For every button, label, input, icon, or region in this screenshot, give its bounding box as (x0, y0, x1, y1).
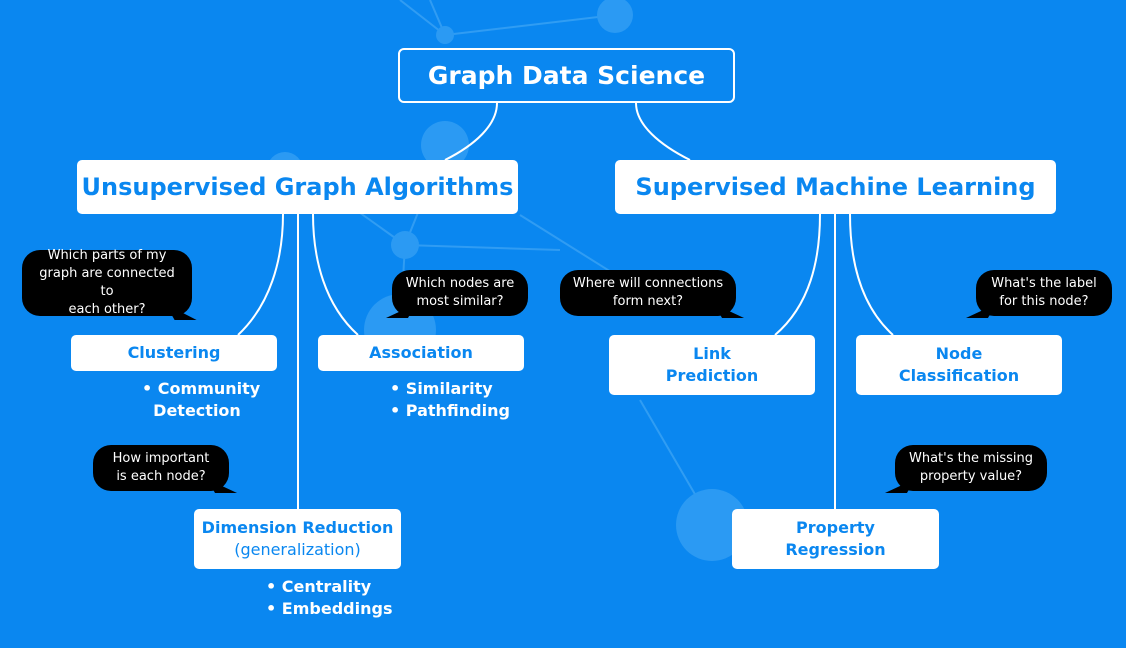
question-line: for this node? (999, 294, 1089, 309)
node-link-prediction-line: Link (693, 344, 731, 363)
question-bubble-dimension-reduction: How important is each node? (93, 445, 238, 493)
node-dimension-reduction-sublabel: (generalization) (234, 540, 361, 559)
category-unsupervised-label: Unsupervised Graph Algorithms (81, 173, 514, 201)
connector-root-unsupervised (444, 102, 498, 161)
question-line: How important (112, 451, 210, 466)
question-line: What's the missing (908, 451, 1034, 466)
question-line: form next? (612, 294, 684, 309)
bullet-item: • Community (142, 379, 261, 398)
question-bubble-clustering: Which parts of my graph are connected to… (22, 248, 197, 320)
node-property-regression-line: Property (796, 518, 875, 537)
question-line: most similar? (416, 294, 504, 309)
question-bubble-node-classification: What's the label for this node? (965, 270, 1112, 318)
bullet-item: Detection (153, 401, 241, 420)
category-supervised-label: Supervised Machine Learning (635, 173, 1036, 201)
background-node (391, 231, 419, 259)
node-dimension-reduction: Dimension Reduction (generalization) (194, 509, 401, 569)
connector-unsup-clustering (237, 213, 284, 336)
node-link-prediction-line: Prediction (665, 366, 759, 385)
bullet-item: • Embeddings (266, 599, 393, 618)
node-association-label: Association (369, 343, 473, 362)
question-line: is each node? (116, 469, 206, 484)
bullet-item: • Pathfinding (390, 401, 510, 420)
dimension-reduction-bullets: • Centrality • Embeddings (266, 576, 392, 620)
question-line: What's the label (991, 276, 1097, 291)
node-clustering-label: Clustering (127, 343, 221, 362)
question-line: Which nodes are (405, 276, 515, 291)
node-association: Association (318, 335, 524, 371)
node-clustering: Clustering (71, 335, 277, 371)
question-line: property value? (919, 469, 1023, 484)
question-line: Which parts of my (47, 248, 167, 263)
bullet-item: • Centrality (266, 577, 372, 596)
background-node (597, 0, 633, 33)
bullet-item: • Similarity (390, 379, 493, 398)
node-property-regression-line: Regression (785, 540, 886, 559)
question-bubble-association: Which nodes are most similar? (385, 270, 528, 318)
background-node (676, 489, 748, 561)
question-line: graph are connected to (39, 266, 175, 299)
node-node-classification-line: Node (935, 344, 983, 363)
root-title: Graph Data Science (427, 61, 706, 90)
connector-unsup-association (312, 213, 359, 336)
node-node-classification: Node Classification (856, 335, 1062, 395)
connector-sup-link (774, 213, 821, 336)
category-supervised: Supervised Machine Learning (615, 160, 1056, 214)
background-node (421, 121, 469, 169)
question-bubble-property-regression: What's the missing property value? (884, 445, 1047, 493)
node-node-classification-line: Classification (898, 366, 1020, 385)
node-link-prediction: Link Prediction (609, 335, 815, 395)
question-bubble-link-prediction: Where will connections form next? (560, 270, 745, 318)
question-line: each other? (68, 302, 146, 317)
category-unsupervised: Unsupervised Graph Algorithms (77, 160, 518, 214)
question-line: Where will connections (572, 276, 724, 291)
root-node-graph-data-science: Graph Data Science (398, 48, 735, 103)
connector-root-supervised (635, 102, 691, 161)
background-node (436, 26, 454, 44)
node-property-regression: Property Regression (732, 509, 939, 569)
association-bullets: • Similarity • Pathfinding (390, 378, 510, 422)
clustering-bullets: • Community Detection (142, 378, 261, 422)
node-dimension-reduction-label: Dimension Reduction (201, 518, 394, 537)
connector-sup-classification (849, 213, 894, 336)
